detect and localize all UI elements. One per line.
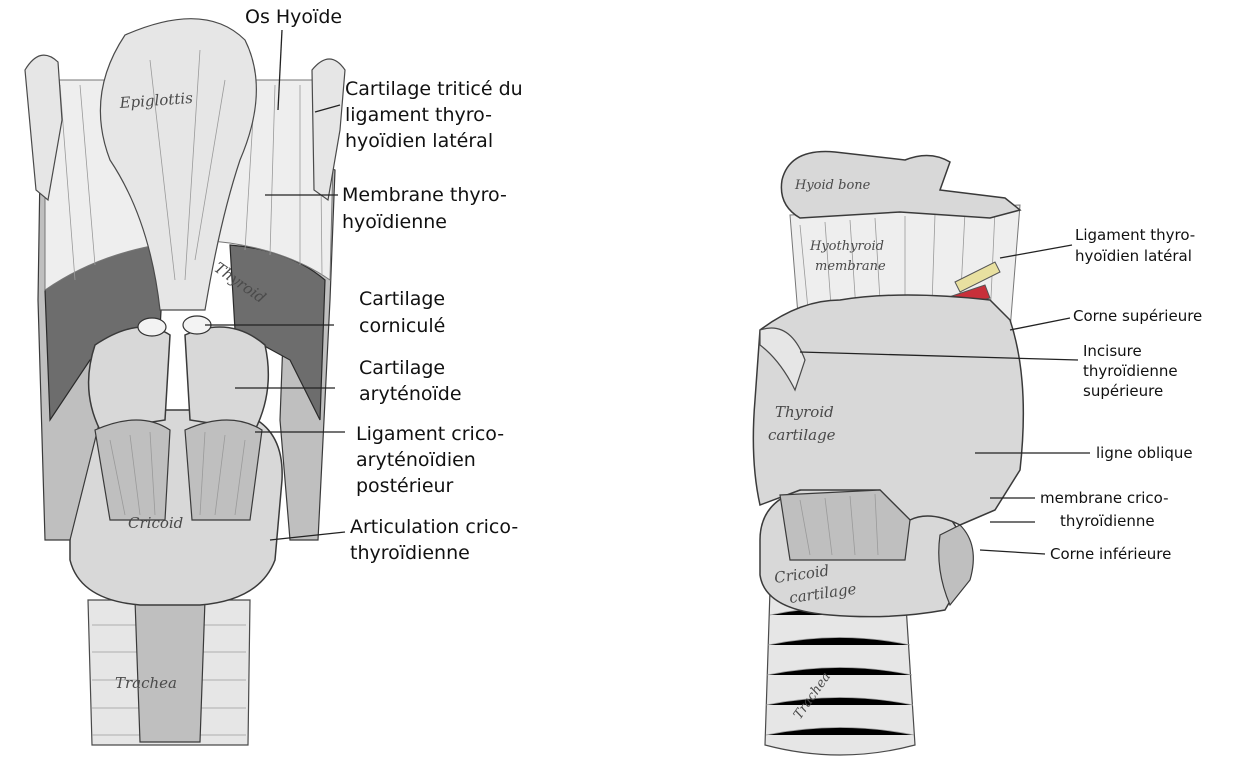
label-cartilage-triticee-line3: hyoïdien latéral [345,130,493,152]
label-arytenoide-line2: aryténoïde [359,383,462,405]
label-articulation-line2: thyroïdienne [350,542,470,564]
right-callouts: Ligament thyro- hyoïdien latéral Corne s… [1040,226,1202,563]
image-label-cartilage: cartilage [768,426,836,444]
label-os-hyoide: Os Hyoïde [245,6,342,28]
label-ligne-oblique: ligne oblique [1096,444,1193,462]
label-corne-superieure: Corne supérieure [1073,307,1202,325]
image-label-hyothyroid-membrane: membrane [815,259,886,274]
label-arytenoide-line1: Cartilage [359,357,445,379]
label-incisure-line2: thyroïdienne [1083,362,1178,380]
label-ligament-crico-line2: aryténoïdien [356,449,476,471]
label-ligament-crico-line3: postérieur [356,475,454,497]
posterior-larynx-illustration [25,19,345,745]
label-membrane-thyro-line2: hyoïdienne [342,211,447,233]
label-membrane-thyro-line1: Membrane thyro- [342,184,507,206]
label-membrane-crico-line1: membrane crico- [1040,489,1169,507]
label-articulation-line1: Articulation crico- [350,516,518,538]
label-membrane-crico-line2: thyroïdienne [1060,512,1155,530]
label-ligament-crico-line1: Ligament crico- [356,423,504,445]
image-label-trachea: Trachea [115,674,177,692]
label-incisure-line1: Incisure [1083,342,1142,360]
image-label-thyroid: Thyroid [775,403,834,421]
image-label-hyothyroid: Hyothyroid [809,239,884,254]
image-label-cricoid: Cricoid [128,514,183,532]
label-ligament-lateral-line2: hyoïdien latéral [1075,247,1192,265]
label-cartilage-triticee-line2: ligament thyro- [345,104,492,126]
label-corniculé-line2: corniculé [359,315,445,337]
label-corniculé-line1: Cartilage [359,288,445,310]
image-label-hyoid-bone: Hyoid bone [794,178,871,193]
label-cartilage-triticee-line1: Cartilage triticé du [345,78,523,100]
label-corne-inferieure: Corne inférieure [1050,545,1171,563]
label-incisure-line3: supérieure [1083,382,1163,400]
label-ligament-lateral-line1: Ligament thyro- [1075,226,1195,244]
